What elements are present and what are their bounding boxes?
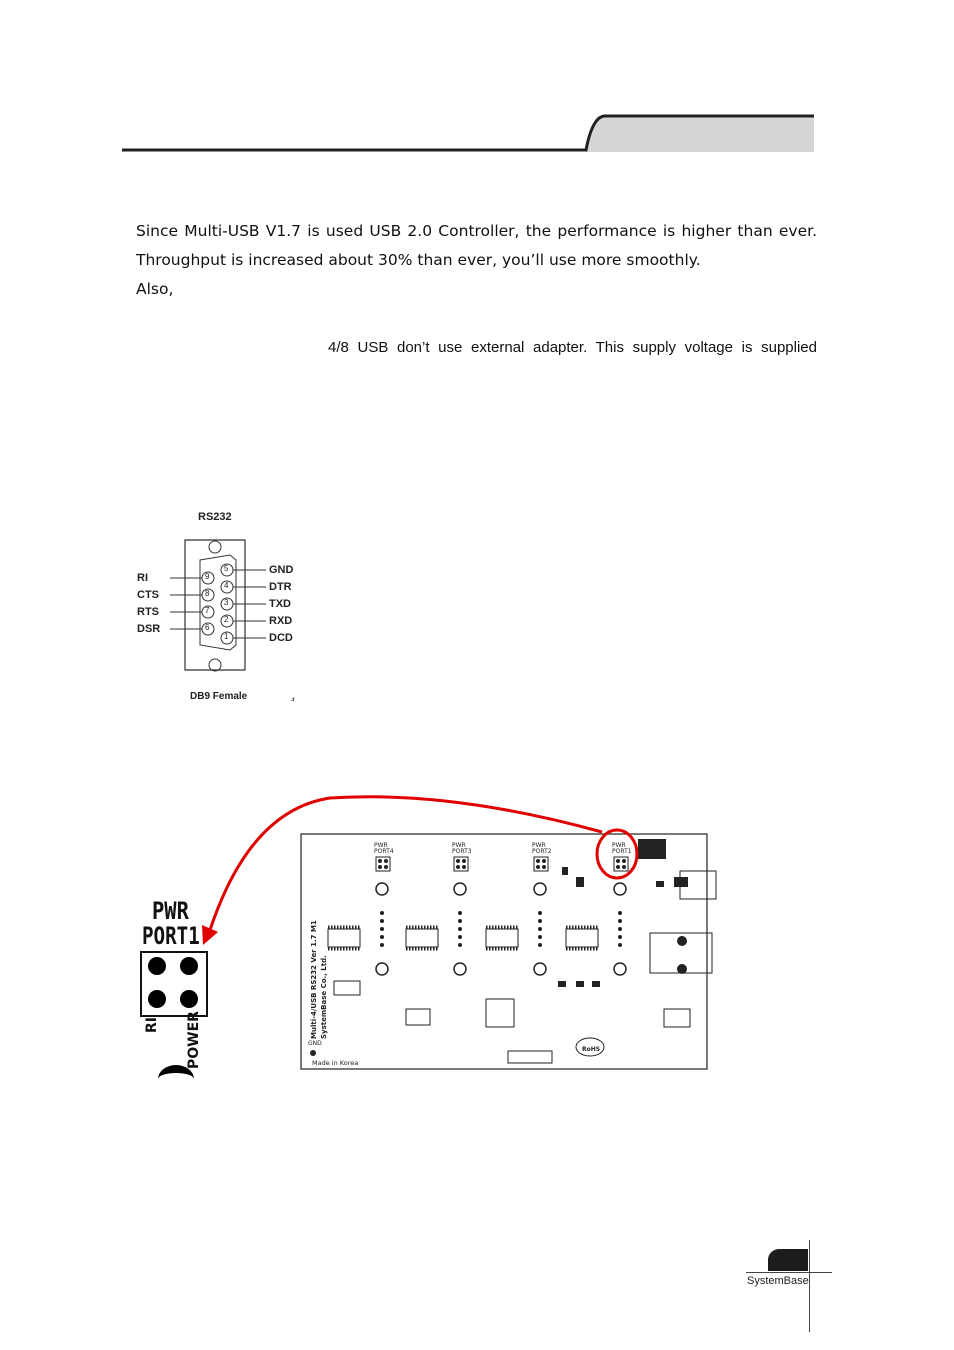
stray-mark: ⅎ bbox=[291, 695, 295, 703]
pin-number: 3 bbox=[224, 598, 229, 607]
pin-label-txd: TXD bbox=[269, 598, 291, 610]
zoom-label-power: POWER bbox=[186, 1011, 202, 1069]
zoom-edge-arc bbox=[158, 1065, 194, 1093]
zoom-label-ri: RI bbox=[144, 1017, 160, 1033]
footer-tab bbox=[768, 1249, 808, 1271]
paragraph-also: Also, bbox=[136, 280, 174, 298]
pin-number: 1 bbox=[224, 632, 229, 641]
zoom-title-pwr: PWR bbox=[152, 897, 189, 925]
pin-number: 5 bbox=[224, 564, 229, 573]
zoom-title-port1: PORT1 bbox=[142, 922, 200, 950]
rs232-caption: DB9 Female bbox=[190, 691, 248, 702]
pin-number: 6 bbox=[205, 623, 210, 632]
board-made-in: Made in Korea bbox=[312, 1059, 358, 1067]
rs232-title: RS232 bbox=[198, 511, 232, 523]
pin-label-gnd: GND bbox=[269, 564, 294, 576]
paragraph-adapter: 4/8 USB don’t use external adapter. This… bbox=[328, 339, 817, 356]
rs232-figure: RS232 5 4 3 2 1 9 8 7 6 GND DTR TXD RXD … bbox=[130, 505, 310, 705]
pin-number: 4 bbox=[224, 581, 229, 590]
pin-label-dcd: DCD bbox=[269, 632, 293, 644]
pin-label-ri: RI bbox=[137, 572, 148, 584]
pin-label-dsr: DSR bbox=[137, 623, 161, 635]
pin-label-rxd: RXD bbox=[269, 615, 293, 627]
pwr-port1-zoom: PWR PORT1 RI POWER bbox=[138, 895, 218, 1075]
footer-hline bbox=[746, 1272, 832, 1273]
board-name: Multi-4/USB RS232 Ver 1.7 M1 bbox=[310, 920, 318, 1039]
board-gnd: GND bbox=[308, 1040, 322, 1047]
paragraph-line-1: Since Multi-USB V1.7 is used USB 2.0 Con… bbox=[136, 222, 817, 240]
db9-connector-diagram bbox=[170, 539, 266, 672]
board-company: SystemBase Co., Ltd. bbox=[320, 955, 328, 1039]
footer-vline bbox=[809, 1240, 810, 1332]
paragraph-line-2: Throughput is increased about 30% than e… bbox=[136, 251, 701, 269]
pin-label-rts: RTS bbox=[137, 606, 159, 618]
footer-brand: SystemBase bbox=[747, 1275, 809, 1287]
pin-number: 7 bbox=[205, 606, 210, 615]
jumper-pin bbox=[148, 990, 166, 1008]
board-rohs: RoHS bbox=[582, 1046, 600, 1053]
pin-number: 9 bbox=[205, 572, 210, 581]
jumper-pin bbox=[180, 990, 198, 1008]
pin-number: 2 bbox=[224, 615, 229, 624]
header-bar bbox=[122, 114, 814, 152]
pin-label-dtr: DTR bbox=[269, 581, 292, 593]
pin-label-cts: CTS bbox=[137, 589, 159, 601]
pin-number: 8 bbox=[205, 589, 210, 598]
jumper-pin bbox=[180, 957, 198, 975]
jumper-pin bbox=[148, 957, 166, 975]
